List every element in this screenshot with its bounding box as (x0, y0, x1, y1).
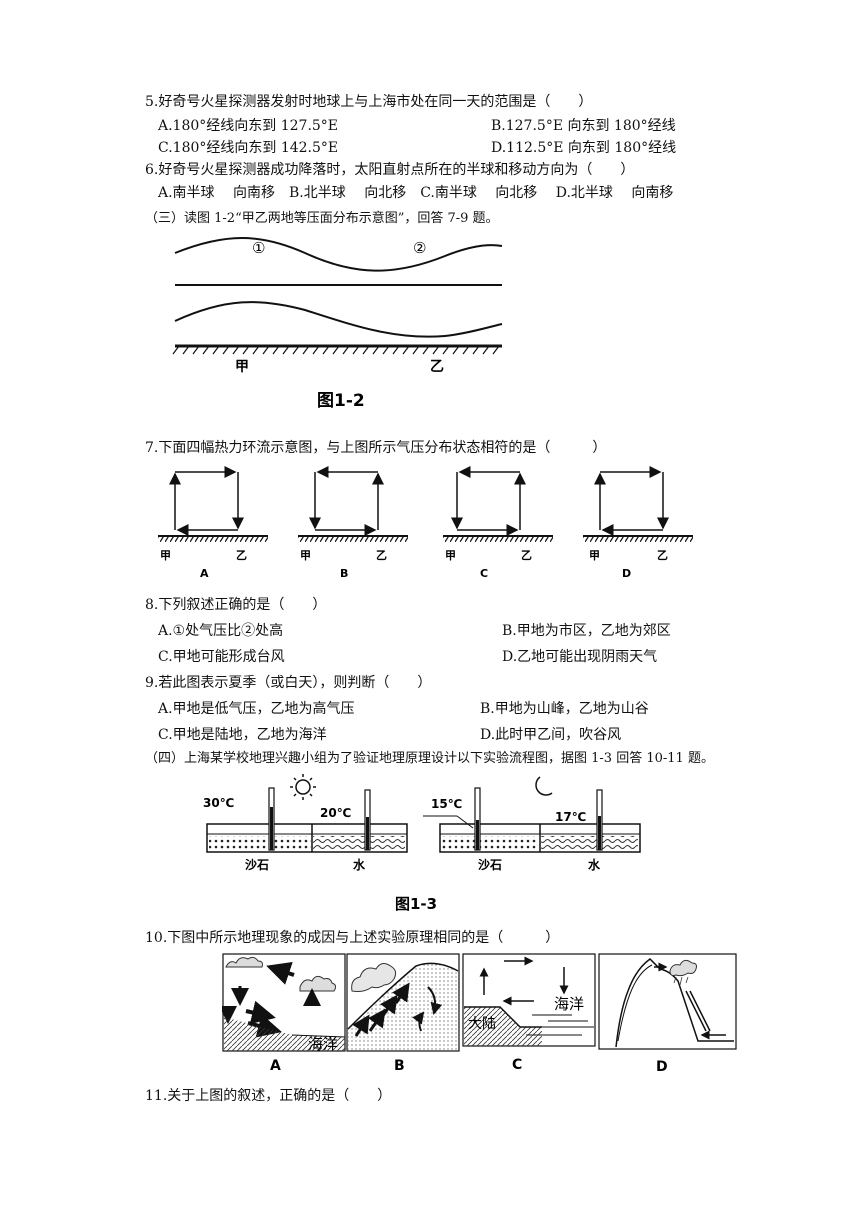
section-3-intro: （三）读图 1-2“甲乙两地等压面分布示意图”，回答 7-9 题。 (145, 211, 499, 226)
q9-option-c: C.甲地是陆地，乙地为海洋 (158, 727, 327, 743)
q10-a-sea: 海洋 (308, 1035, 338, 1053)
q7-panel-d-label: D (622, 567, 631, 580)
q7-panel-c-label: C (480, 567, 488, 580)
q10-b-label: B (394, 1058, 405, 1074)
q6-stem: 6.好奇号火星探测器成功降落时，太阳直射点所在的半球和移动方向为（ ） (145, 162, 635, 178)
svg-text:乙: 乙 (521, 549, 532, 562)
q10-d-label: D (656, 1059, 668, 1075)
q7-panel-b-label: B (340, 567, 348, 580)
q5-stem: 5.好奇号火星探测器发射时地球上与上海市处在同一天的范围是（ ） (145, 94, 593, 110)
q11-stem: 11.关于上图的叙述，正确的是（ ） (145, 1088, 392, 1104)
left-label-sand: 沙石 (245, 858, 269, 872)
label-yi: 乙 (430, 359, 444, 375)
q10-panels: 海洋 A B 海洋 大陆 C (222, 953, 737, 1075)
experiment-night: 15℃ 17℃ 沙石 水 (423, 787, 641, 872)
experiment-day: 30℃ 20℃ 沙石 水 (203, 787, 408, 872)
moon-icon (535, 776, 553, 796)
svg-text:乙: 乙 (236, 549, 247, 562)
q10-stem: 10.下图中所示地理现象的成因与上述实验原理相同的是（ ） (145, 930, 560, 946)
q10-panel-a: 海洋 A (222, 953, 346, 1074)
q7-stem: 7.下面四幅热力环流示意图，与上图所示气压分布状态相符的是（ ） (145, 440, 607, 456)
section-4-intro: （四）上海某学校地理兴趣小组为了验证地理原理设计以下实验流程图，据图 1-3 回… (145, 751, 714, 766)
left-label-water: 水 (353, 857, 366, 872)
q5-option-b: B.127.5°E 向东到 180°经线 (491, 118, 676, 134)
sun-icon (290, 774, 316, 800)
q9-option-d: D.此时甲乙间，吹谷风 (480, 727, 622, 743)
q10-panel-c: 海洋 大陆 C (462, 953, 596, 1073)
svg-text:甲: 甲 (300, 549, 311, 562)
q5-option-a: A.180°经线向东到 127.5°E (158, 118, 339, 134)
q10-c-sea: 海洋 (554, 995, 584, 1013)
q5-option-d: D.112.5°E 向东到 180°经线 (491, 140, 677, 156)
label-jia: 甲 (235, 359, 249, 375)
q7-panel-a-label: A (200, 567, 209, 580)
left-temp-water: 20℃ (320, 806, 351, 820)
q7-panel-a: 甲 乙 A (158, 466, 268, 580)
q7-circulation-panels: 甲 乙 A 甲 乙 B 甲 乙 C 甲 乙 D (158, 466, 693, 580)
q7-panel-b: 甲 乙 B (298, 466, 408, 580)
svg-text:甲: 甲 (445, 549, 456, 562)
q8-option-a: A.①处气压比②处高 (158, 623, 284, 639)
svg-text:乙: 乙 (657, 549, 668, 562)
figure-1-3-caption: 图1-3 (395, 895, 437, 913)
q7-panel-c: 甲 乙 C (443, 466, 553, 580)
right-label-sand: 沙石 (478, 858, 502, 872)
q9-option-b: B.甲地为山峰，乙地为山谷 (480, 701, 649, 717)
svg-text:乙: 乙 (376, 549, 387, 562)
q10-a-label: A (270, 1058, 281, 1074)
q7-panel-d: 甲 乙 D (583, 466, 693, 580)
q9-stem: 9.若此图表示夏季（或白天），则判断（ ） (145, 675, 432, 691)
right-label-water: 水 (588, 857, 601, 872)
figure-1-3: 30℃ 20℃ 沙石 水 15℃ 17℃ 沙石 水 图1-3 (203, 774, 641, 913)
q10-panel-b: B (346, 953, 460, 1074)
figure-1-2-caption: 图1-2 (317, 391, 365, 411)
q5-option-c: C.180°经线向东到 142.5°E (158, 140, 339, 156)
q10-c-label: C (512, 1057, 522, 1073)
q9-option-a: A.甲地是低气压，乙地为高气压 (158, 701, 355, 717)
svg-text:甲: 甲 (160, 549, 171, 562)
label-1: ① (252, 239, 265, 257)
q8-option-d: D.乙地可能出现阴雨天气 (502, 649, 658, 665)
svg-text:甲: 甲 (589, 549, 600, 562)
q10-c-land: 大陆 (468, 1016, 496, 1032)
left-temp-sand: 30℃ (203, 796, 234, 810)
q6-options: A.南半球 向南移 B.北半球 向北移 C.南半球 向北移 D.北半球 向南移 (158, 185, 674, 201)
figure-1-2: ① ② 甲 乙 图1-2 (172, 237, 503, 411)
q10-panel-d: D (598, 953, 737, 1075)
right-temp-water: 17℃ (555, 810, 586, 824)
q8-option-c: C.甲地可能形成台风 (158, 649, 285, 665)
right-temp-sand: 15℃ (431, 797, 462, 811)
q8-stem: 8.下列叙述正确的是（ ） (145, 597, 327, 613)
label-2: ② (413, 239, 426, 257)
q8-option-b: B.甲地为市区，乙地为郊区 (502, 623, 671, 639)
